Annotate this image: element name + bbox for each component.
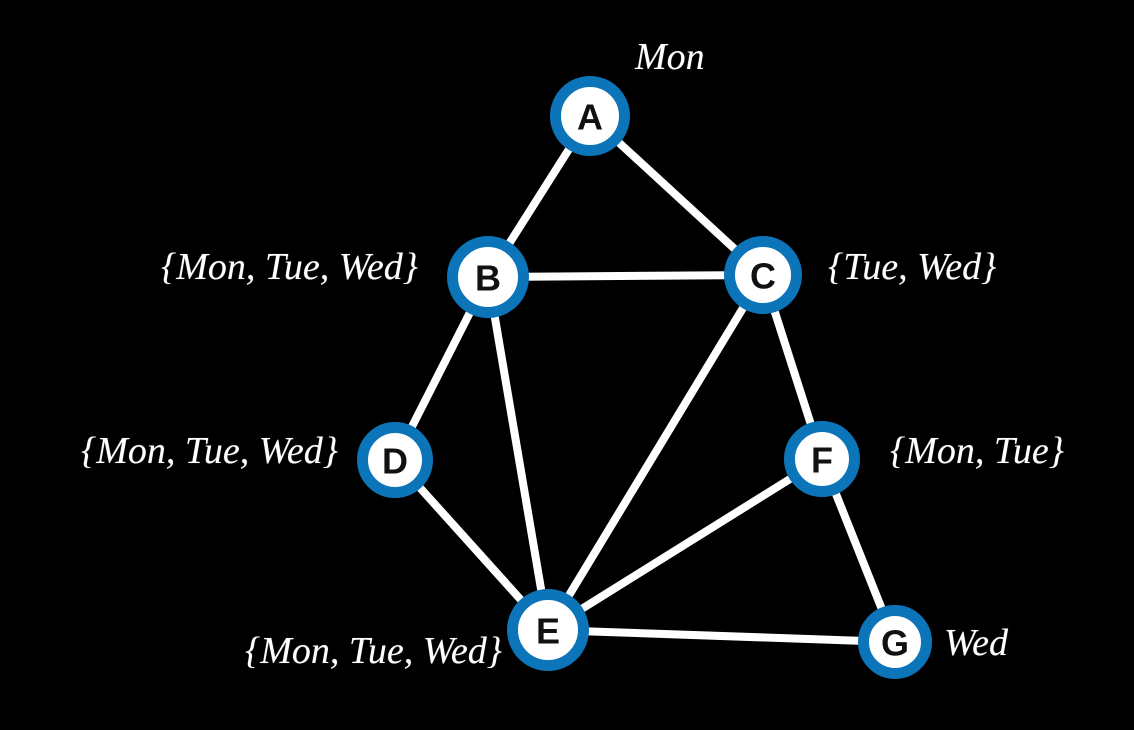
node-circle-c [724,236,802,314]
node-circle-b [447,236,529,318]
node-letter-b: B [475,258,501,299]
node-letter-e: E [536,611,560,652]
domain-label-b: {Mon, Tue, Wed} [161,246,418,288]
domain-label-d: {Mon, Tue, Wed} [81,430,338,472]
node-letter-g: G [881,623,909,664]
graph-node-b[interactable]: B [447,236,529,318]
graph-node-e[interactable]: E [507,589,589,671]
domain-label-f: {Mon, Tue} [890,430,1064,472]
node-circle-a [550,76,630,156]
graph-edge-c-e [544,271,767,634]
graph-edge-e-g [544,626,899,646]
edges-group [391,112,899,646]
node-letter-d: D [382,441,408,482]
domain-label-e: {Mon, Tue, Wed} [245,630,502,672]
node-circle-f [784,421,860,497]
node-circle-d [357,422,433,498]
domain-label-g: Wed [944,622,1009,664]
graph-edge-b-e [484,273,552,634]
node-circle-e [507,589,589,671]
domain-label-a: Mon [635,36,705,78]
graph-node-c[interactable]: C [724,236,802,314]
node-letter-a: A [577,97,603,138]
graph-edge-b-c [484,271,767,281]
node-letter-f: F [811,440,833,481]
domain-label-c: {Tue, Wed} [828,246,997,288]
graph-edge-e-f [544,455,826,634]
node-letter-c: C [750,256,776,297]
node-circle-g [858,605,932,679]
graph-node-d[interactable]: D [357,422,433,498]
graph-node-a[interactable]: A [550,76,630,156]
graph-node-f[interactable]: F [784,421,860,497]
nodes-group: A B C D E F G [357,76,932,679]
graph-node-g[interactable]: G [858,605,932,679]
